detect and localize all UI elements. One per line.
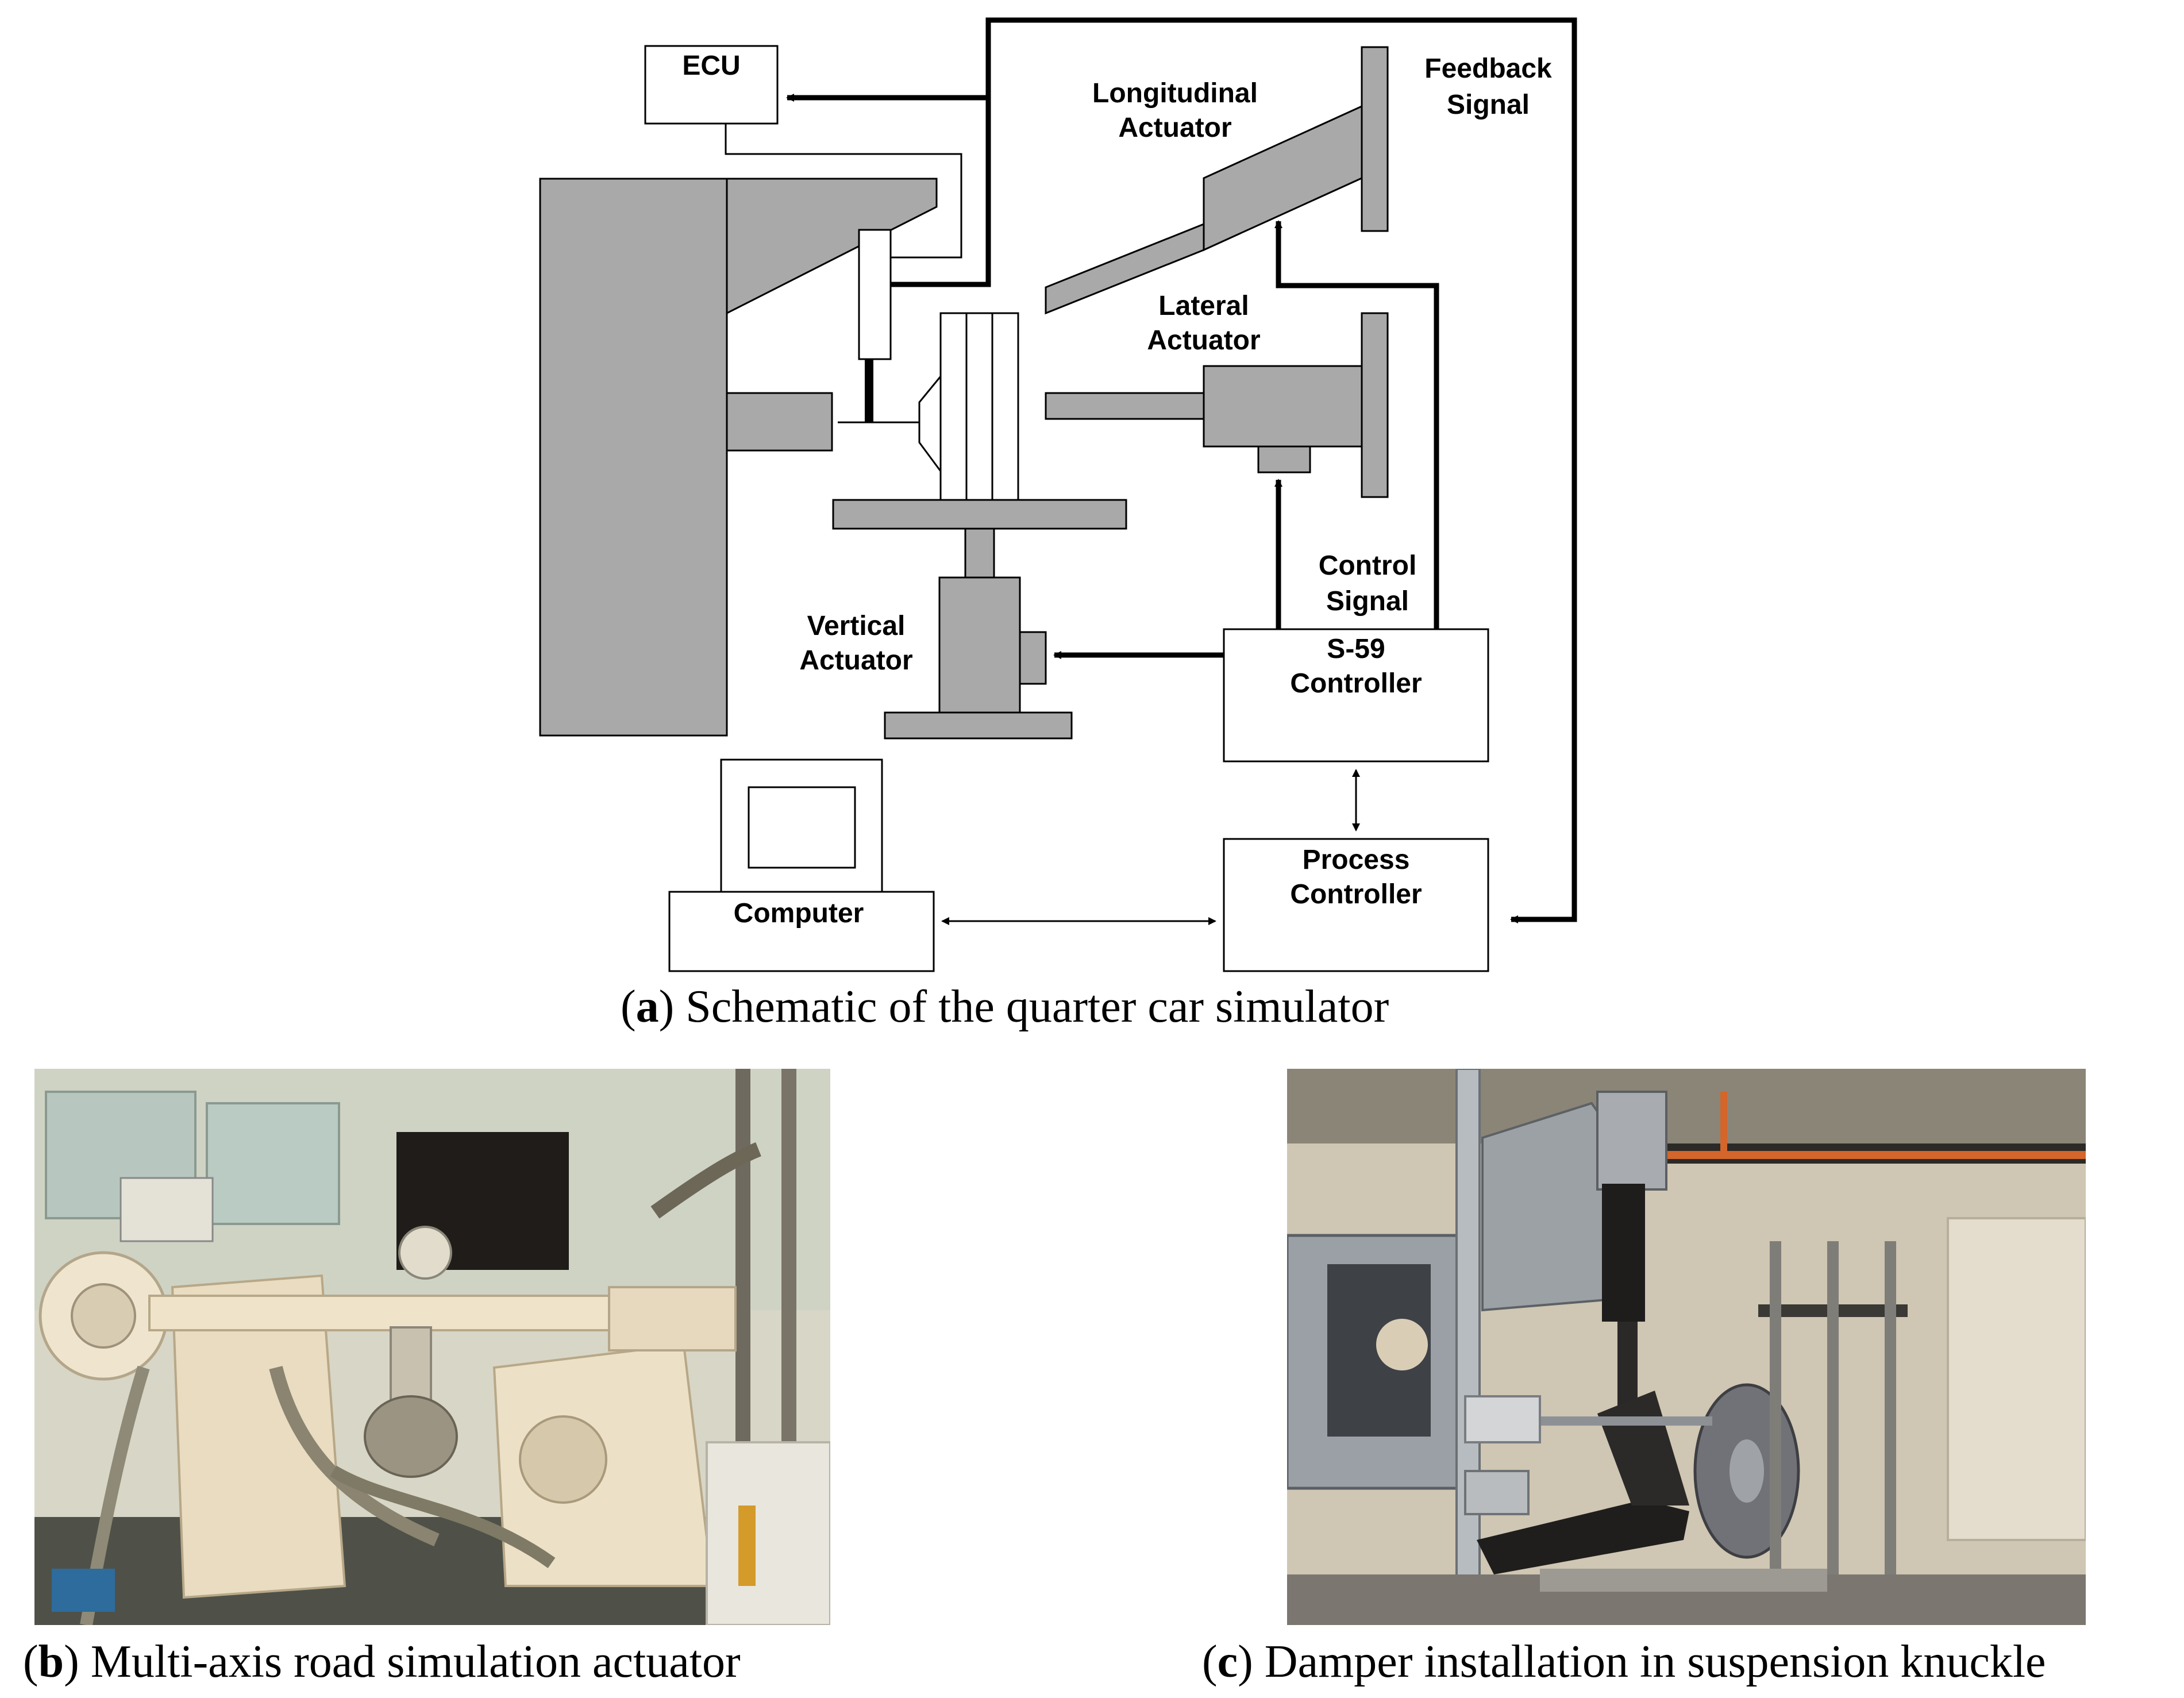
- damper-body: [858, 229, 892, 360]
- vertical-actuator-base: [884, 711, 1073, 740]
- tire: [939, 312, 1019, 501]
- caption-b: (b) Multi-axis road simulation actuator: [23, 1637, 741, 1687]
- vertical-actuator-label-line1: Vertical: [807, 611, 906, 641]
- lateral-actuator-body: [1203, 365, 1363, 448]
- lateral-actuator-label-line1: Lateral: [1158, 291, 1249, 321]
- computer-label: Computer: [734, 898, 864, 929]
- feedback-signal-line: [891, 17, 1577, 923]
- ecu-box: [644, 45, 779, 125]
- process-controller-label-line2: Controller: [1290, 879, 1422, 910]
- photo-damper-installation: [1287, 1069, 2086, 1625]
- vertical-actuator-body: [938, 576, 1021, 714]
- caption-a-text: Schematic of the quarter car simulator: [685, 981, 1389, 1032]
- control-signal-label-line2: Signal: [1326, 586, 1409, 617]
- s59-controller-box: [1223, 628, 1489, 763]
- photo-multi-axis-actuator: [34, 1069, 830, 1625]
- ecu-label: ECU: [682, 51, 740, 81]
- axle-stub: [726, 392, 833, 452]
- caption-c-text: Damper installation in suspension knuckl…: [1264, 1637, 2046, 1687]
- quarter-car-schematic: ECU Vertical Actuator Lateral Actuator L…: [539, 17, 1577, 972]
- damper-rod: [865, 359, 873, 422]
- lateral-actuator-valve: [1257, 445, 1311, 473]
- feedback-signal-label-line1: Feedback: [1424, 53, 1552, 84]
- ecu-sensor-wire: [725, 124, 962, 259]
- caption-b-text: Multi-axis road simulation actuator: [90, 1637, 741, 1687]
- vertical-actuator-label-line2: Actuator: [799, 645, 912, 676]
- photo-b-illustration: [34, 1069, 830, 1625]
- longitudinal-actuator-label-line2: Actuator: [1118, 113, 1231, 143]
- longitudinal-actuator-label-line1: Longitudinal: [1092, 78, 1258, 109]
- vertical-actuator-valve: [1019, 631, 1047, 685]
- computer-screen: [748, 786, 856, 869]
- process-controller-label-line1: Process: [1303, 845, 1410, 875]
- s59-controller-label-line1: S-59: [1327, 634, 1385, 664]
- longitudinal-actuator-mount: [1361, 46, 1389, 232]
- control-signal-to-longitudinal: [1274, 220, 1439, 629]
- lateral-actuator-rod: [1045, 392, 1205, 420]
- control-signal-label-line1: Control: [1319, 550, 1417, 581]
- caption-c-letter: c: [1217, 1637, 1238, 1687]
- photo-c-illustration: [1287, 1069, 2086, 1625]
- process-controller-box: [1223, 838, 1489, 972]
- caption-c: (c) Damper installation in suspension kn…: [1202, 1637, 2046, 1687]
- lateral-actuator-label-line2: Actuator: [1147, 325, 1260, 356]
- wheel-hub: [918, 374, 942, 474]
- feedback-signal-label-line2: Signal: [1447, 90, 1530, 120]
- caption-a: (a) Schematic of the quarter car simulat…: [621, 981, 1389, 1032]
- wheel-platform: [832, 499, 1127, 530]
- caption-b-letter: b: [38, 1637, 64, 1687]
- vertical-actuator-rod: [964, 528, 995, 579]
- computer-base: [668, 891, 935, 972]
- lateral-actuator-mount: [1361, 312, 1389, 498]
- caption-a-letter: a: [635, 981, 659, 1032]
- s59-controller-label-line2: Controller: [1290, 668, 1422, 699]
